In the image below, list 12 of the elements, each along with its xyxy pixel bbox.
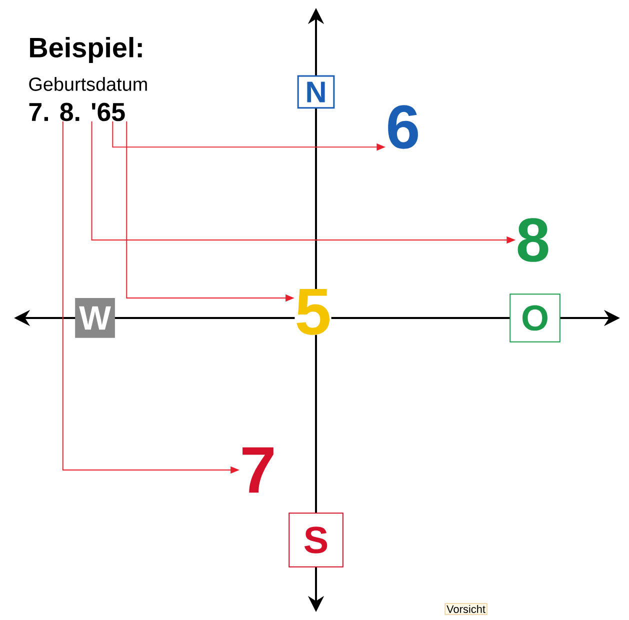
- note-box: Vorsicht: [444, 603, 488, 615]
- north-box: N: [297, 75, 335, 109]
- east-box: O: [510, 294, 560, 342]
- digit: 5: [294, 289, 332, 335]
- digit: 7: [242, 447, 274, 493]
- south-box: S: [288, 512, 344, 568]
- subheading: Geburtsdatum: [29, 77, 147, 91]
- date-text: 7. 8. '65: [29, 102, 125, 122]
- heading: Beispiel:: [30, 37, 142, 63]
- digit: 8: [518, 218, 548, 262]
- west-box: W: [75, 298, 115, 338]
- digit: 6: [388, 105, 418, 149]
